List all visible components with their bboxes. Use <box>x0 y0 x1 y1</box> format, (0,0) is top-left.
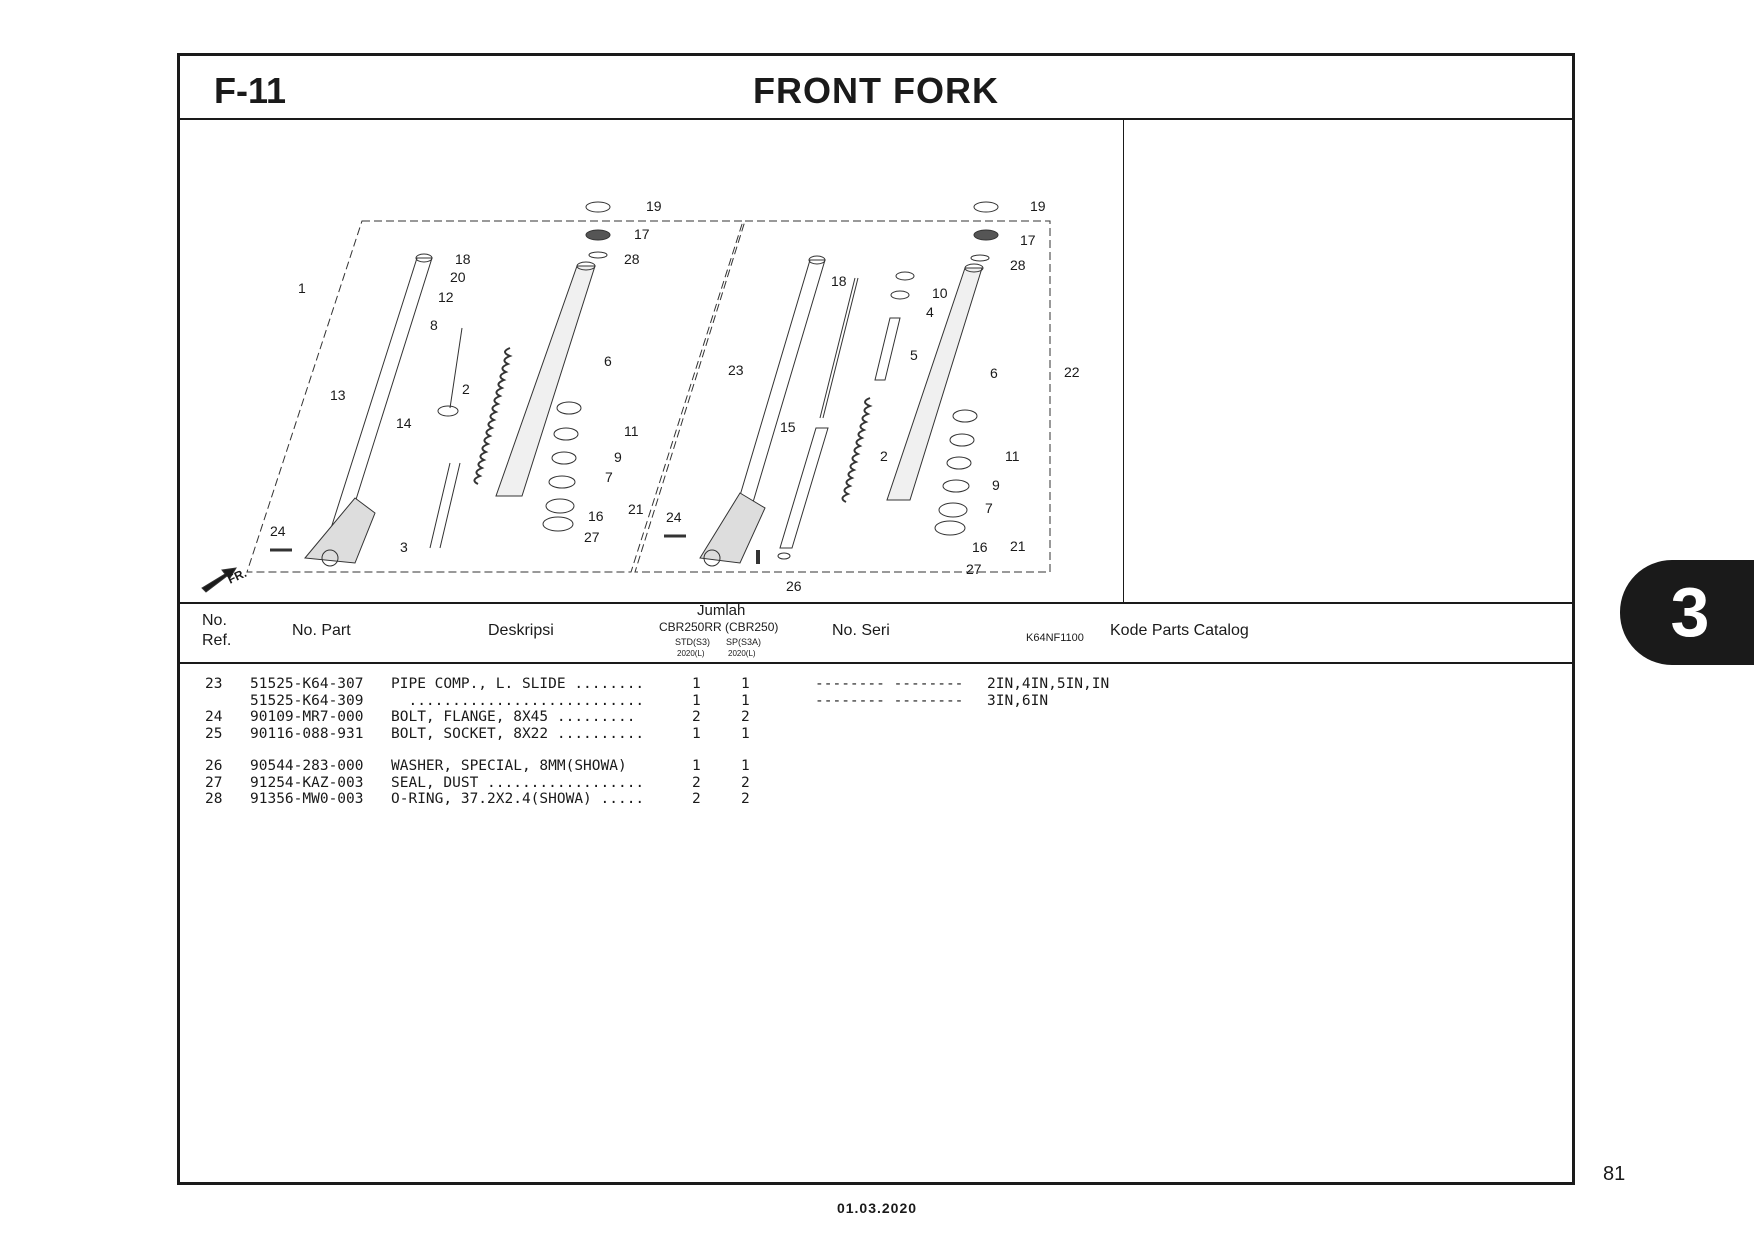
svg-text:17: 17 <box>634 226 650 242</box>
svg-text:7: 7 <box>605 469 613 485</box>
left-seals <box>542 201 611 532</box>
svg-text:26: 26 <box>786 578 802 594</box>
right-spring <box>841 317 901 503</box>
svg-text:27: 27 <box>584 529 600 545</box>
col-ref-line2: Ref. <box>202 632 232 649</box>
svg-text:5: 5 <box>910 347 918 363</box>
svg-text:1: 1 <box>298 280 306 296</box>
right-damper <box>777 277 859 560</box>
svg-text:14: 14 <box>396 415 412 431</box>
svg-text:24: 24 <box>270 523 286 539</box>
front-direction-arrow <box>201 567 237 593</box>
svg-text:11: 11 <box>1005 448 1020 464</box>
svg-text:2: 2 <box>880 448 888 464</box>
svg-text:19: 19 <box>1030 198 1046 214</box>
section-code: F-11 <box>214 70 287 111</box>
col-jumlah: Jumlah <box>697 602 746 619</box>
catalog-date: 01.03.2020 <box>836 1200 918 1216</box>
svg-text:13: 13 <box>330 387 346 403</box>
catalog-page-frame: F-11 FRONT FORK <box>177 53 1575 1185</box>
col-std-year: 2020(L) <box>677 649 705 658</box>
svg-text:20: 20 <box>450 269 466 285</box>
svg-text:28: 28 <box>624 251 640 267</box>
col-part: No. Part <box>292 622 351 639</box>
page-header: F-11 FRONT FORK <box>180 56 1572 120</box>
svg-text:18: 18 <box>455 251 471 267</box>
svg-text:2: 2 <box>462 381 470 397</box>
svg-text:8: 8 <box>430 317 438 333</box>
left-assembly-outline <box>246 220 744 573</box>
page-number: 81 <box>1603 1163 1626 1185</box>
col-serial: No. Seri <box>832 622 890 639</box>
col-desc: Deskripsi <box>488 622 554 639</box>
col-sp: SP(S3A) <box>726 637 762 647</box>
col-models: CBR250RR (CBR250) <box>659 620 779 634</box>
col-kode: Kode Parts Catalog <box>1110 622 1249 639</box>
section-tab[interactable]: 3 <box>1620 560 1754 665</box>
front-fork-illustration: 19 17 28 18 20 12 8 1 6 13 2 14 11 9 7 2… <box>201 198 1080 594</box>
right-callouts: 19 17 28 18 10 4 5 23 6 22 15 2 11 9 7 1… <box>666 198 1080 594</box>
table-header: No. Ref. No. Part Deskripsi Jumlah CBR25… <box>180 602 1572 664</box>
svg-text:27: 27 <box>966 561 982 577</box>
svg-text:17: 17 <box>1020 232 1036 248</box>
svg-text:19: 19 <box>646 198 662 214</box>
exploded-diagram: 19 17 28 18 20 12 8 1 6 13 2 14 11 9 7 2… <box>180 118 1124 644</box>
svg-text:21: 21 <box>628 501 644 517</box>
svg-text:21: 21 <box>1010 538 1026 554</box>
svg-text:16: 16 <box>972 539 988 555</box>
svg-text:6: 6 <box>604 353 612 369</box>
svg-text:4: 4 <box>926 304 934 320</box>
svg-text:6: 6 <box>990 365 998 381</box>
svg-text:18: 18 <box>831 273 847 289</box>
svg-text:22: 22 <box>1064 364 1080 380</box>
right-outer-tube <box>886 263 984 501</box>
left-inner-tube <box>304 253 433 567</box>
svg-text:11: 11 <box>624 423 639 439</box>
table-row: 51525-K64-309 ..........................… <box>250 692 1049 709</box>
col-sp-year: 2020(L) <box>728 649 756 658</box>
left-spring <box>473 347 513 485</box>
svg-text:9: 9 <box>614 449 622 465</box>
svg-text:10: 10 <box>932 285 948 301</box>
col-ref-line1: No. <box>202 612 227 629</box>
svg-text:16: 16 <box>588 508 604 524</box>
svg-text:3: 3 <box>400 539 408 555</box>
right-assembly-outline <box>634 220 1051 573</box>
left-outer-tube <box>495 261 596 497</box>
diagram-code: K64NF1100 <box>1026 632 1084 644</box>
svg-text:28: 28 <box>1010 257 1026 273</box>
svg-text:15: 15 <box>780 419 796 435</box>
svg-text:7: 7 <box>985 500 993 516</box>
right-inner-tube <box>699 255 826 567</box>
page-title: FRONT FORK <box>753 70 999 111</box>
bolts <box>270 534 760 564</box>
left-damper-rod <box>429 327 463 549</box>
svg-text:12: 12 <box>438 289 454 305</box>
col-std: STD(S3) <box>675 637 711 647</box>
svg-text:9: 9 <box>992 477 1000 493</box>
left-callouts: 19 17 28 18 20 12 8 1 6 13 2 14 11 9 7 2… <box>270 198 662 555</box>
svg-text:23: 23 <box>728 362 744 378</box>
right-seals <box>890 201 999 536</box>
svg-text:24: 24 <box>666 509 682 525</box>
